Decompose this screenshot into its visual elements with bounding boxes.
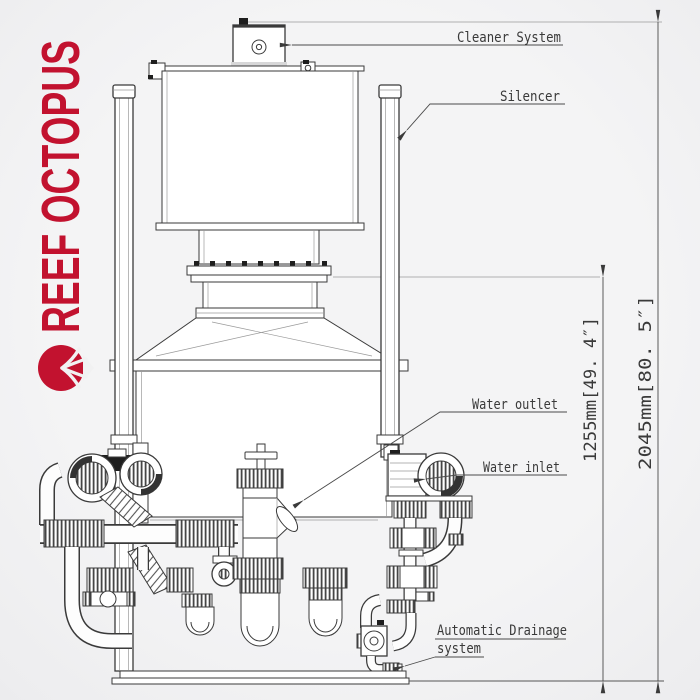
water-inlet-leader (413, 474, 567, 483)
automatic-drainage-assembly (356, 594, 403, 675)
annotation-cleaner-system: Cleaner System (279, 30, 563, 48)
right-pump-cluster (383, 444, 473, 652)
automatic-drainage-label-line1: Automatic Drainage (437, 623, 567, 639)
annotation-automatic-drainage: Automatic Drainage system (392, 623, 567, 672)
water-outlet-leader (292, 411, 567, 509)
automatic-drainage-label-line2: system (437, 641, 481, 657)
annotation-silencer: Silencer (397, 89, 565, 141)
silencer-label: Silencer (500, 89, 560, 105)
base-plate (111, 670, 410, 685)
cup-neck (198, 229, 320, 265)
cleaner-motor-box (231, 18, 287, 67)
cleaner-system-label: Cleaner System (457, 30, 561, 46)
dimension-text-1255: 1255mm[49. 4″] (581, 317, 601, 462)
brand-name-text: REEF OCTOPUS (31, 40, 91, 333)
lower-neck (195, 281, 325, 319)
automatic-drainage-leader (392, 656, 436, 672)
cone-section (134, 317, 394, 361)
octopus-logo-icon (38, 345, 94, 391)
dimension-2045: 2045mm[80. 5″] (636, 9, 661, 694)
center-right-elbow (302, 567, 348, 637)
dimension-1255: 1255mm[49. 4″] (581, 264, 606, 694)
water-inlet-label: Water inlet (483, 460, 560, 476)
collection-cup (155, 70, 365, 231)
annotation-water-outlet: Water outlet (292, 397, 567, 509)
silencer-pipe-right (376, 84, 404, 458)
brand-wordmark: REEF OCTOPUS (31, 40, 91, 333)
annotation-water-inlet: Water inlet (413, 460, 567, 483)
bolted-flange (186, 261, 332, 283)
silencer-leader (397, 103, 565, 141)
water-outlet-label: Water outlet (472, 397, 558, 413)
left-pump-cluster (39, 442, 238, 649)
dimension-text-2045: 2045mm[80. 5″] (636, 295, 656, 470)
water-outlet-assembly (232, 443, 299, 647)
pipe-bracket-band (109, 359, 409, 372)
